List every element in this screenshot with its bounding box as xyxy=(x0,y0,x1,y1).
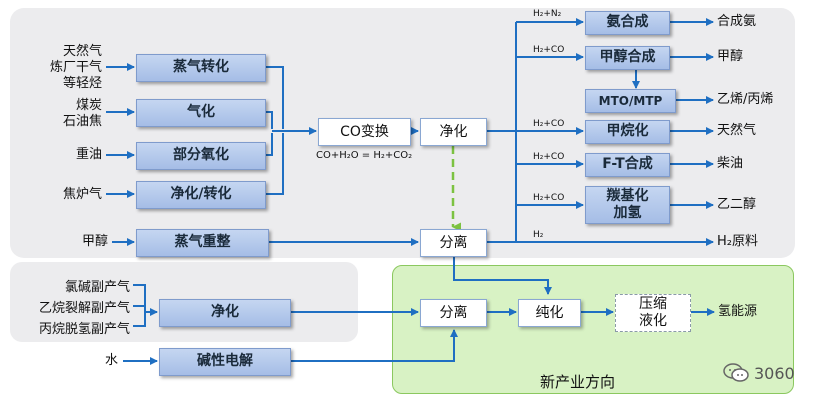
mto-box: MTO/MTP xyxy=(585,89,676,113)
product-methanol: 甲醇 xyxy=(717,49,744,64)
purify-convert-box: 净化/转化 xyxy=(136,181,266,209)
ammonia-synthesis-box: 氨合成 xyxy=(585,11,670,35)
new-industry-panel xyxy=(392,265,794,394)
steam-reforming-box: 蒸气重整 xyxy=(136,229,269,257)
stream-h2co-3: H₂+CO xyxy=(533,152,565,162)
feed-natural-gas: 天然气 炼厂干气 等轻烃 xyxy=(49,44,102,91)
gasification-box: 气化 xyxy=(136,99,266,127)
stream-h2co-1: H₂+CO xyxy=(533,45,565,55)
feed-methanol: 甲醇 xyxy=(81,234,108,249)
purify-byproduct-box: 净化 xyxy=(159,299,291,327)
product-h2-feed: H₂原料 xyxy=(717,234,758,249)
stream-h2co-2: H₂+CO xyxy=(533,119,565,129)
methanation-box: 甲烷化 xyxy=(585,120,670,144)
watermark: 3060 xyxy=(722,362,795,384)
feed-water: 水 xyxy=(104,353,118,368)
feed-coal: 煤炭 石油焦 xyxy=(62,98,102,129)
new-industry-title: 新产业方向 xyxy=(540,373,616,391)
product-h2-energy: 氢能源 xyxy=(718,304,758,319)
feed-byproducts: 氯碱副产气 乙烷裂解副产气 丙烷脱氢副产气 xyxy=(38,280,130,337)
steam-reform-box: 蒸气转化 xyxy=(136,54,266,82)
separate-box: 分离 xyxy=(420,229,487,257)
stream-h2: H₂ xyxy=(533,230,544,240)
alkaline-electrolysis-box: 碱性电解 xyxy=(159,348,291,376)
stream-h2n2: H₂+N₂ xyxy=(533,9,562,19)
partial-oxidation-box: 部分氧化 xyxy=(136,142,266,170)
product-glycol: 乙二醇 xyxy=(717,197,757,212)
watermark-text: 3060 xyxy=(754,363,795,383)
product-ammonia: 合成氨 xyxy=(717,14,757,29)
chat-bubble-icon xyxy=(723,363,749,382)
feed-coke-gas: 焦炉气 xyxy=(62,187,102,202)
shift-equation: CO+H₂O = H₂+CO₂ xyxy=(316,150,413,161)
carbonylation-box: 羰基化 加氢 xyxy=(585,186,670,224)
purify-box: 净化 xyxy=(420,118,487,146)
refine-box: 纯化 xyxy=(518,299,581,327)
separate2-box: 分离 xyxy=(420,299,487,327)
stream-h2co-4: H₂+CO xyxy=(533,193,565,203)
co-shift-box: CO变换 xyxy=(318,118,411,146)
feed-heavy-oil: 重油 xyxy=(75,147,102,162)
methanol-synthesis-box: 甲醇合成 xyxy=(585,46,670,70)
compress-liquefy-box: 压缩 液化 xyxy=(615,294,691,332)
product-diesel: 柴油 xyxy=(717,156,744,171)
product-natural-gas: 天然气 xyxy=(717,123,757,138)
product-olefins: 乙烯/丙烯 xyxy=(717,92,774,107)
ft-synthesis-box: F-T合成 xyxy=(585,153,670,177)
